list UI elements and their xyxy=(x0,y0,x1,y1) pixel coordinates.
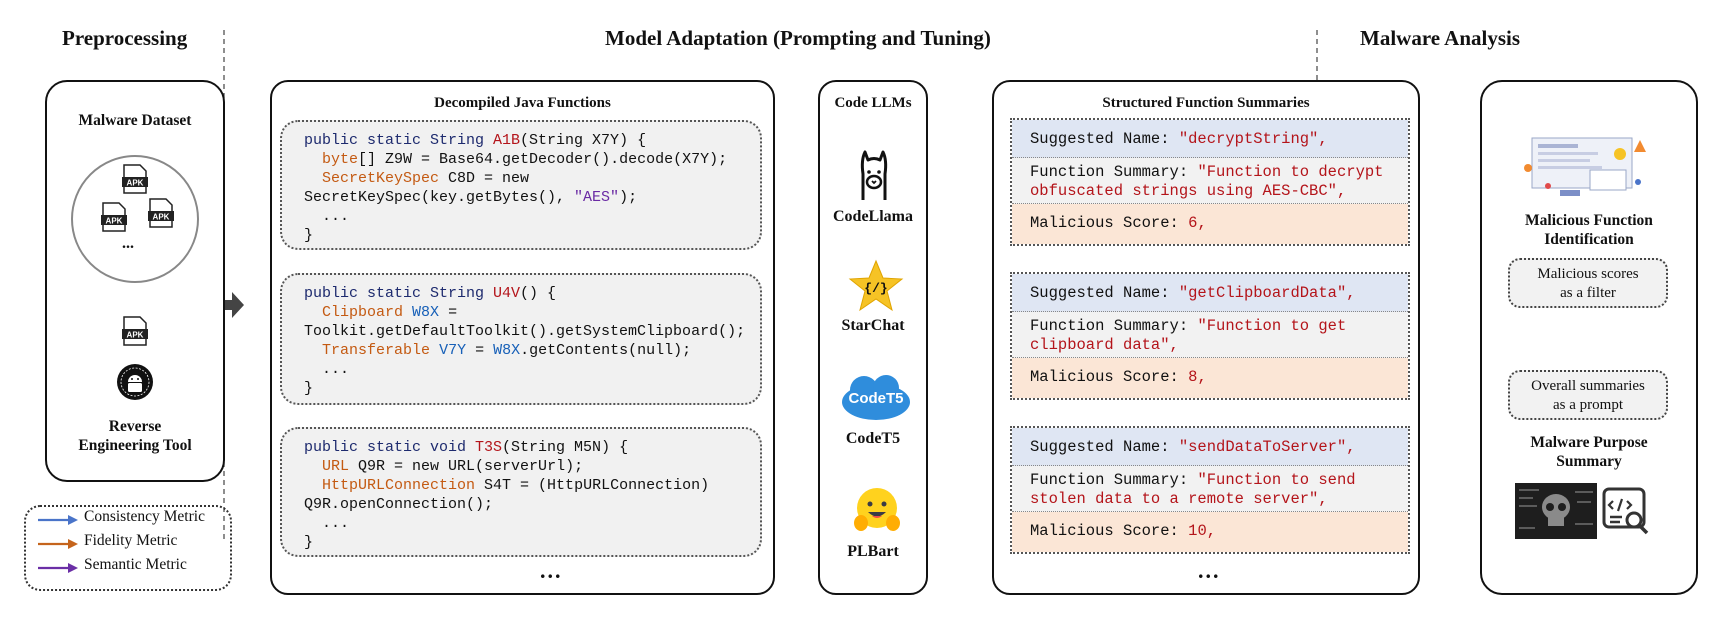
section-title-model-adaptation: Model Adaptation (Prompting and Tuning) xyxy=(605,26,991,50)
apk-label: APK xyxy=(106,217,123,226)
llm-label-plbart: PLBart xyxy=(847,543,899,560)
summaries-title: Structured Function Summaries xyxy=(1102,95,1310,111)
apk-label: APK xyxy=(153,213,170,222)
malicious-score-row: Malicious Score: 8, xyxy=(1012,358,1408,398)
llm-label-codellama: CodeLlama xyxy=(833,208,913,225)
tool-label-line2: Engineering Tool xyxy=(78,437,192,454)
hugging-face-icon xyxy=(852,485,902,540)
malicious-score-row: Malicious Score: 10, xyxy=(1012,512,1408,552)
malware-skull-icon xyxy=(1515,483,1597,544)
function-summary-row: Function Summary: "Function to get clipb… xyxy=(1012,312,1408,358)
filter-line2: as a filter xyxy=(1560,285,1616,301)
apk-label: APK xyxy=(127,331,144,340)
code-block-u4v: public static String U4V() { Clipboard W… xyxy=(280,273,762,405)
codet5-icon-text: CodeT5 xyxy=(848,390,903,407)
suggested-name-row: Suggested Name: "getClipboardData", xyxy=(1012,274,1408,312)
suggested-name-row: Suggested Name: "sendDataToServer", xyxy=(1012,428,1408,466)
summaries-more-ellipsis: ... xyxy=(1198,558,1221,583)
analysis-illustration-icon xyxy=(1520,130,1650,207)
malware-dataset-circle xyxy=(71,155,199,283)
function-summary-row: Function Summary: "Function to send stol… xyxy=(1012,466,1408,512)
legend xyxy=(24,505,232,591)
legend-fidelity-label: Fidelity Metric xyxy=(84,532,178,549)
decompiled-title: Decompiled Java Functions xyxy=(434,95,611,111)
code-block-t3s: public static void T3S(String M5N) { URL… xyxy=(280,427,762,557)
apk-file-icon: APK xyxy=(101,202,127,237)
codet5-icon: CodeT5 xyxy=(840,370,912,427)
starchat-icon: {/} xyxy=(848,258,904,319)
code-block-a1b: public static String A1B(String X7Y) { b… xyxy=(280,120,762,250)
dataset-title: Malware Dataset xyxy=(78,112,192,129)
summary-group-1: Suggested Name: "decryptString", Functio… xyxy=(1010,118,1410,246)
llm-label-codet5: CodeT5 xyxy=(845,430,901,447)
suggested-name-row: Suggested Name: "decryptString", xyxy=(1012,120,1408,158)
summary-group-3: Suggested Name: "sendDataToServer", Func… xyxy=(1010,426,1410,554)
section-title-malware-analysis: Malware Analysis xyxy=(1360,26,1521,50)
legend-semantic-label: Semantic Metric xyxy=(84,556,187,573)
tool-label-line1: Reverse xyxy=(108,418,162,435)
prompt-box: Overall summaries as a prompt xyxy=(1508,370,1668,420)
apk-file-icon: APK xyxy=(122,316,148,351)
flow-arrow-1 xyxy=(208,292,244,318)
prompt-line2: as a prompt xyxy=(1553,397,1623,413)
android-tool-icon xyxy=(115,362,155,407)
decompiled-more-ellipsis: ... xyxy=(540,558,563,583)
codellama-icon xyxy=(851,148,897,211)
dataset-more-dots: ... xyxy=(122,235,134,252)
llm-label-starchat: StarChat xyxy=(841,317,905,334)
legend-consistency-arrow xyxy=(38,513,78,531)
mfi-label-line2: Identification xyxy=(1544,231,1634,248)
apk-label: APK xyxy=(127,179,144,188)
legend-consistency-label: Consistency Metric xyxy=(84,508,205,525)
apk-file-icon: APK xyxy=(122,164,148,199)
starchat-icon-text: {/} xyxy=(864,281,887,296)
filter-line1: Malicious scores xyxy=(1537,266,1639,282)
legend-fidelity-arrow xyxy=(38,537,78,555)
malicious-score-row: Malicious Score: 6, xyxy=(1012,204,1408,244)
legend-semantic-arrow xyxy=(38,561,78,579)
filter-box: Malicious scores as a filter xyxy=(1508,258,1668,308)
summary-group-2: Suggested Name: "getClipboardData", Func… xyxy=(1010,272,1410,400)
mps-label-line1: Malware Purpose xyxy=(1530,434,1648,451)
mfi-label-line1: Malicious Function xyxy=(1525,212,1653,229)
function-summary-row: Function Summary: "Function to decrypt o… xyxy=(1012,158,1408,204)
prompt-line1: Overall summaries xyxy=(1531,378,1645,394)
mps-label-line2: Summary xyxy=(1556,453,1622,470)
apk-file-icon: APK xyxy=(148,198,174,233)
section-title-preprocessing: Preprocessing xyxy=(62,26,188,50)
code-llms-title: Code LLMs xyxy=(834,95,912,111)
code-search-icon xyxy=(1602,487,1652,542)
